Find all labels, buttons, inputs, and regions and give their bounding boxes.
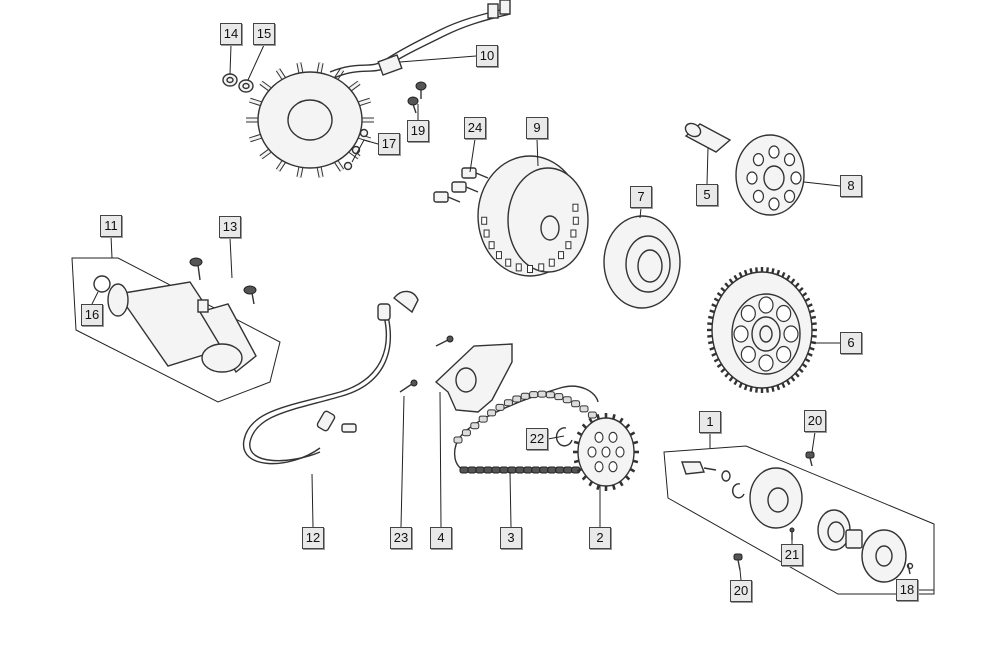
callout-21: 21 [781,544,803,566]
callout-9: 9 [526,117,548,139]
pin-shaft [684,122,732,153]
screw-17 [343,128,369,171]
callout-3: 3 [500,527,522,549]
callout-22: 22 [526,428,548,450]
callout-17: 17 [378,133,400,155]
cover-screws [399,335,454,393]
washer-part [238,79,254,93]
screw-19 [407,81,427,114]
callout-24: 24 [464,117,486,139]
nut-part [222,73,238,87]
starter-cable [243,290,419,465]
callout-20-upper: 20 [804,410,826,432]
flywheel-rotor [477,155,589,277]
stator-coil [246,0,511,178]
circlip [555,427,573,447]
leader-lines [91,44,934,591]
callout-7: 7 [630,186,652,208]
oil-pump-group [663,445,935,595]
callout-1: 1 [699,411,721,433]
callout-19: 19 [407,120,429,142]
gear-disc [735,134,805,216]
callout-20-lower: 20 [730,580,752,602]
callout-6: 6 [840,332,862,354]
screw-20-upper [805,451,815,467]
screw-20-lower [733,553,743,571]
callout-15: 15 [253,23,275,45]
callout-18: 18 [896,579,918,601]
callout-4: 4 [430,527,452,549]
callout-12: 12 [302,527,324,549]
starter-clutch [603,215,681,309]
callout-14: 14 [220,23,242,45]
callout-5: 5 [696,184,718,206]
callout-16: 16 [81,304,103,326]
driven-gear [707,267,817,393]
drive-chain [453,385,599,474]
starter-bolts [189,257,257,305]
starter-motor-group [71,257,281,403]
callout-11: 11 [100,215,122,237]
callout-8: 8 [840,175,862,197]
callout-10: 10 [476,45,498,67]
callout-2: 2 [589,527,611,549]
chain-cover [434,343,513,413]
drive-sprocket [573,413,639,491]
flywheel-bolts [433,167,489,203]
callout-23: 23 [390,527,412,549]
callout-13: 13 [219,216,241,238]
